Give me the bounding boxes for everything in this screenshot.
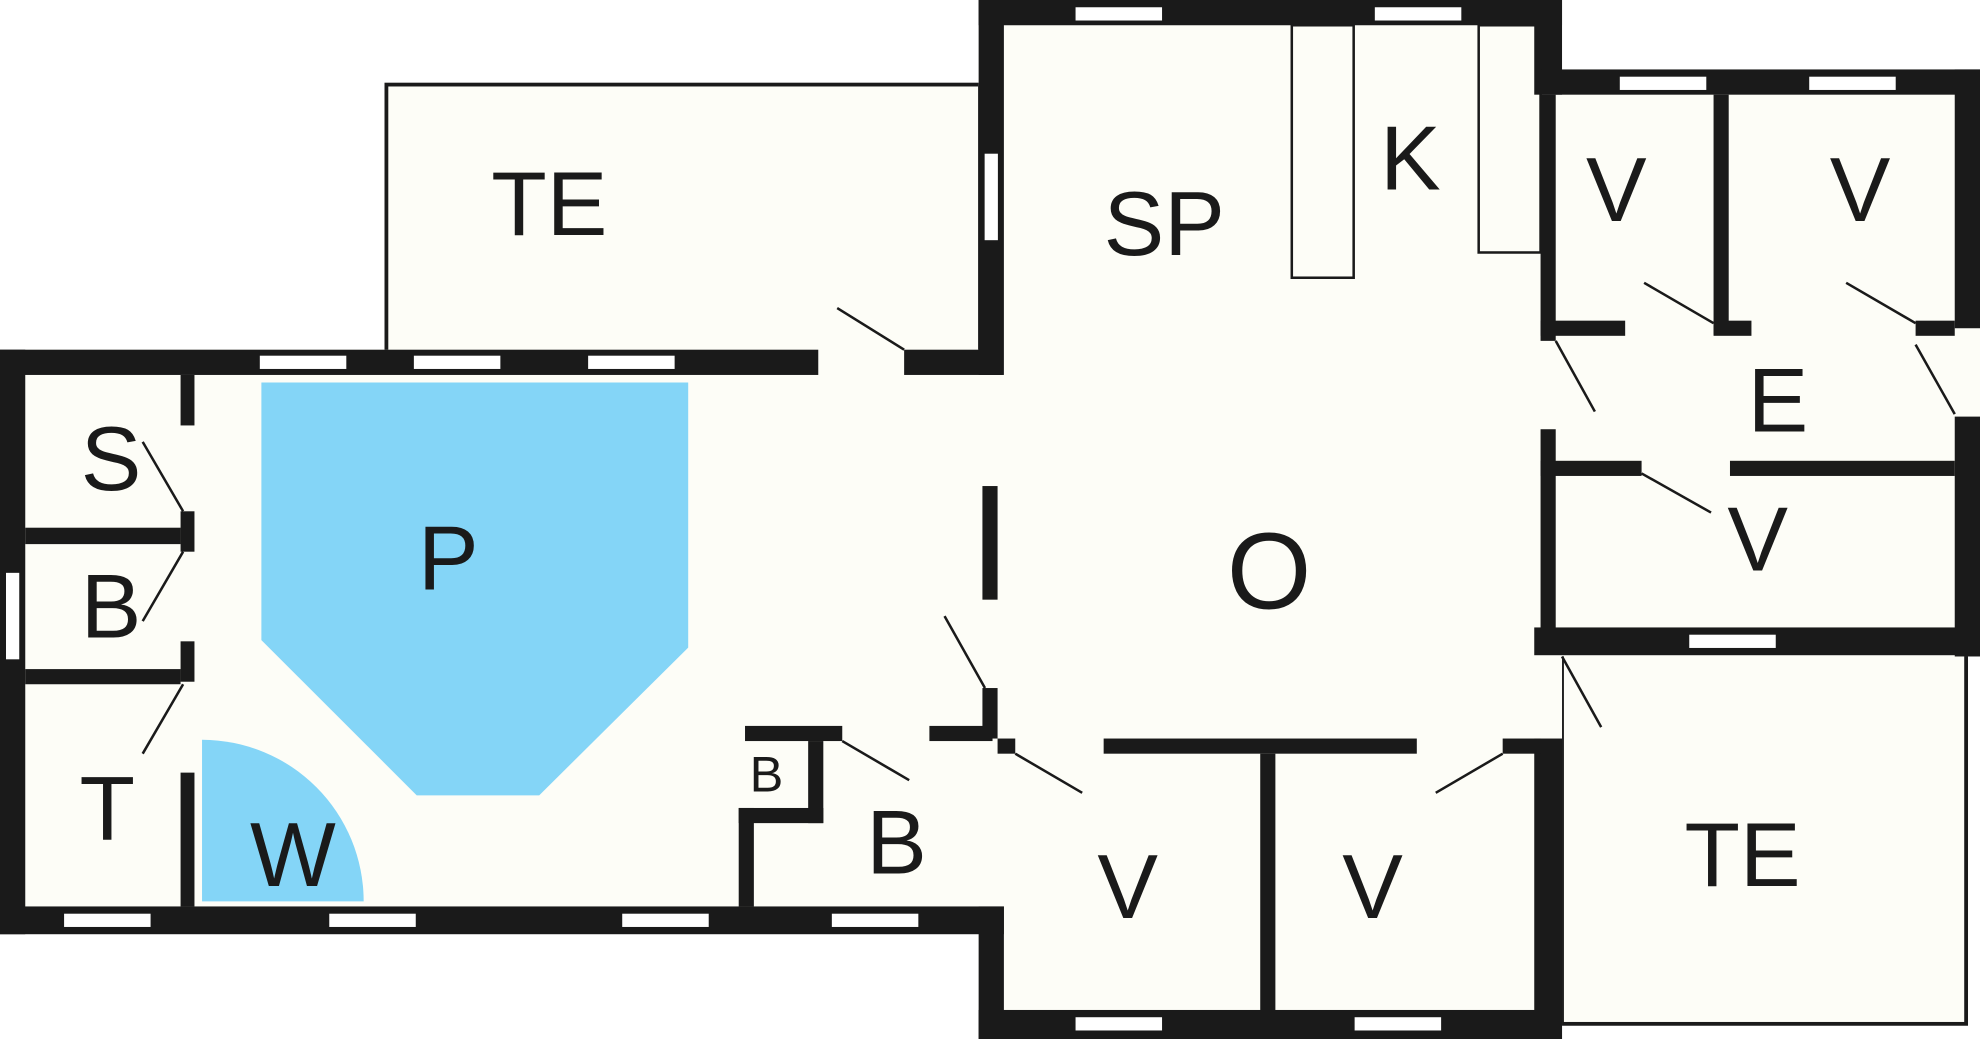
pool (261, 382, 689, 796)
terrace-bottom-area (1560, 652, 1969, 1026)
terrace-top-area (384, 82, 982, 355)
room-label-v-top2: V (1830, 140, 1891, 241)
room-label-p: P (418, 509, 479, 610)
room-label-b-small: B (750, 746, 784, 803)
room-label-sp: SP (1104, 174, 1225, 275)
room-label-terrace-top: TE (491, 154, 607, 255)
room-label-v-mid: V (1727, 490, 1788, 591)
room-label-b-bottom: B (866, 793, 927, 894)
doors (141, 281, 1956, 794)
room-label-v-top1: V (1586, 140, 1647, 241)
room-label-o: O (1227, 512, 1311, 633)
room-label-e: E (1748, 351, 1809, 452)
windows (4, 5, 1898, 1033)
room-label-terrace-bottom: TE (1685, 805, 1801, 906)
room-label-t: T (80, 759, 136, 860)
room-label-w: W (250, 805, 336, 906)
whirlpool (202, 739, 364, 902)
room-label-b-left: B (81, 557, 142, 658)
room-label-s: S (81, 409, 142, 510)
room-label-v-bottom2: V (1342, 837, 1403, 938)
room-label-v-bottom1: V (1097, 837, 1158, 938)
room-label-k: K (1380, 108, 1441, 209)
right-block-floor (1540, 69, 1980, 657)
